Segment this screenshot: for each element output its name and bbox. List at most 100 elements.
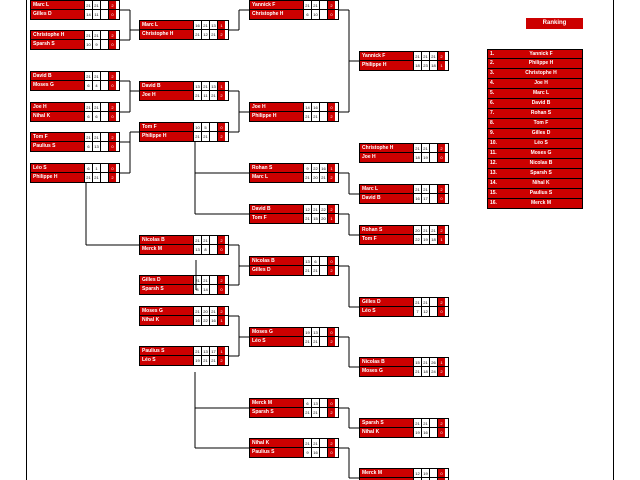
ranking-row: 3.Christophe H [487,69,583,79]
match-result: 0 [327,10,335,19]
match-result: 2 [437,367,445,376]
set-score [429,298,437,306]
set-score: 20 [319,214,327,223]
match-result: 2 [437,298,445,306]
set-score: 21 [92,103,100,111]
set-score [100,103,108,111]
set-score: 6 [311,257,319,265]
match-result: 1 [217,316,225,325]
ranking-player: Philippe H [528,60,554,66]
match-result: 1 [327,164,335,172]
ranking-position: 11. [490,150,497,156]
set-score: 21 [84,72,92,80]
ranking-position: 16. [490,200,497,206]
set-score: 14 [84,10,92,19]
ranking-player: Moses G [530,150,552,156]
set-score: 16 [193,21,201,29]
player-name: Philippe H [140,132,193,141]
set-score [319,257,327,265]
ranking-player: Nihal K [532,180,550,186]
set-score: 21 [311,112,319,121]
ranking-position: 1. [490,51,495,57]
match-result: 2 [327,439,335,447]
set-score: 21 [209,307,217,315]
ranking-row: 16.Merck M [487,199,583,209]
set-score: 21 [193,276,201,284]
player-name: Léo S [250,337,303,346]
ranking-player: Nicolas B [529,160,553,166]
set-score: 21 [421,52,429,60]
player-name: David B [360,194,413,203]
set-score [100,31,108,39]
set-score [319,266,327,275]
match-result: 2 [327,408,335,417]
match-result: 0 [217,285,225,294]
match-result: 0 [108,164,116,172]
set-score: 21 [303,173,311,182]
match-result: 2 [327,337,335,346]
match-result: 2 [327,1,335,9]
player-name: Gilles D [140,276,193,284]
match-result: 0 [217,123,225,131]
set-score: 12 [421,307,429,316]
set-score [429,307,437,316]
match-row [359,478,449,480]
ranking-row: 12.Nicolas B [487,159,583,169]
ranking-position: 6. [490,100,495,106]
set-score: 21 [303,1,311,9]
set-score [100,1,108,9]
player-name: Nihal K [360,428,413,437]
player-name: Léo S [31,164,84,172]
set-score: 4 [92,81,100,90]
player-name: Philippe H [31,173,84,182]
set-score: 20 [201,307,209,315]
player-name: Sparsh S [140,285,193,294]
set-score: 21 [421,358,429,366]
set-score [429,419,437,427]
set-score: 21 [193,236,201,244]
set-score: 23 [421,61,429,70]
set-score [209,132,217,141]
set-score: 21 [421,419,429,427]
set-score: 6 [303,10,311,19]
match-result: 2 [108,103,116,111]
set-score [319,1,327,9]
match-result: 2 [437,226,445,234]
set-score: 16 [421,428,429,437]
player-name: Moses G [31,81,84,90]
player-name: Merck M [140,245,193,254]
player-name: Paulius S [31,142,84,151]
set-score: 6 [84,142,92,151]
set-score: 21 [201,356,209,365]
set-score: 8 [201,245,209,254]
player-name: Nihal K [31,112,84,121]
set-score: 13 [303,257,311,265]
ranking-position: 7. [490,110,495,116]
set-score: 20 [413,226,421,234]
set-score: 21 [311,205,319,213]
player-name: Nicolas B [360,358,413,366]
set-score: 21 [421,226,429,234]
player-name: Marc L [31,1,84,9]
match-result: 2 [437,185,445,193]
match-result: 0 [437,194,445,203]
set-score: 20 [311,173,319,182]
set-score: 21 [209,356,217,365]
